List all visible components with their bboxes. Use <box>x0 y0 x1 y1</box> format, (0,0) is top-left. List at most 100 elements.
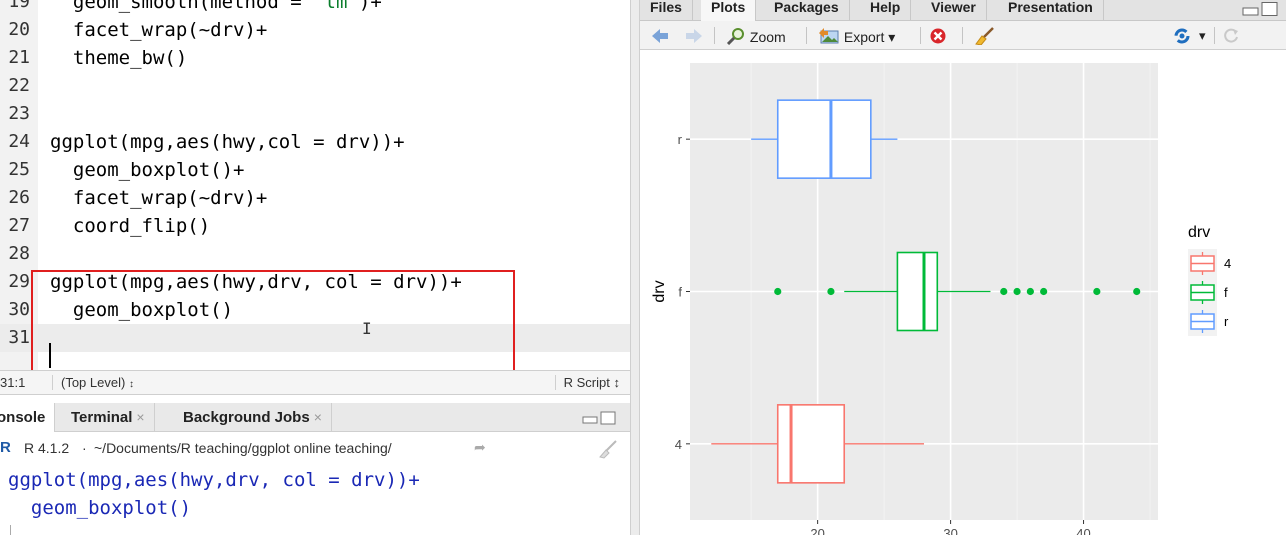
tab-background-jobs[interactable]: Background Jobs× <box>174 403 332 432</box>
outlier-point <box>1133 287 1141 296</box>
code-line[interactable]: 24 ggplot(mpg,aes(hwy,col = drv))+ <box>0 128 630 156</box>
tab-console[interactable]: onsole <box>0 403 56 432</box>
code-text: coord_flip() <box>50 212 210 240</box>
code-segment: geom_boxplot() <box>50 299 234 321</box>
tab-packages[interactable]: Packages <box>764 0 850 21</box>
outlier-point <box>1093 287 1101 296</box>
tab-files[interactable]: Files <box>640 0 693 21</box>
line-number: 31 <box>8 327 30 348</box>
zoom-magnifier-icon <box>726 28 744 46</box>
legend-title: drv <box>1188 224 1210 241</box>
export-button[interactable]: Export ▾ <box>818 27 895 45</box>
plots-pane-tab-bar: Files Plots Packages Help Viewer Present… <box>640 0 1286 21</box>
legend-entry-label: r <box>1224 314 1229 329</box>
code-segment: theme_bw() <box>50 47 188 69</box>
separator-dot: · <box>82 440 87 456</box>
code-line[interactable]: 22 <box>0 72 630 100</box>
source-editor[interactable]: 19 geom_smooth(method = "lm")+20 facet_w… <box>0 0 630 395</box>
code-segment: coord_flip() <box>50 215 211 237</box>
code-line[interactable]: 26 facet_wrap(~drv)+ <box>0 184 630 212</box>
code-text: geom_boxplot()+ <box>50 156 245 184</box>
file-type-label: R Script <box>563 375 610 390</box>
code-text: theme_bw() <box>50 44 187 72</box>
publish-icon[interactable] <box>1170 27 1198 45</box>
toolbar-separator <box>1214 27 1215 44</box>
editor-status-bar: 31:1 (Top Level) ↕ R Script ↕ <box>0 370 630 395</box>
code-line[interactable]: 19 geom_smooth(method = "lm")+ <box>0 0 630 16</box>
tab-viewer[interactable]: Viewer <box>921 0 987 21</box>
code-line[interactable]: 30 geom_boxplot() <box>0 296 630 324</box>
code-text: geom_boxplot() <box>50 296 233 324</box>
broom-icon[interactable] <box>973 27 995 45</box>
line-number: 22 <box>8 75 30 96</box>
code-segment: geom_boxplot()+ <box>50 159 245 181</box>
box-iqr <box>776 99 872 179</box>
outlier-point <box>1013 287 1021 296</box>
r-version: R 4.1.2 <box>24 440 70 456</box>
go-to-directory-icon[interactable]: ➦ <box>474 439 486 455</box>
tab-terminal[interactable]: Terminal× <box>62 403 155 432</box>
y-tick-label: 4 <box>675 437 682 452</box>
toolbar-separator <box>920 27 921 44</box>
ibeam-cursor-icon: I <box>362 319 372 338</box>
code-segment: geom_smooth(method = <box>50 0 314 13</box>
code-line[interactable]: 21 theme_bw() <box>0 44 630 72</box>
close-icon[interactable]: × <box>313 409 322 425</box>
refresh-icon[interactable] <box>1222 27 1240 45</box>
code-text: ggplot(mpg,aes(hwy,drv, col = drv))+ <box>50 268 462 296</box>
line-number: 28 <box>8 243 30 264</box>
code-line[interactable]: 20 facet_wrap(~drv)+ <box>0 16 630 44</box>
legend-entry-label: f <box>1224 285 1228 300</box>
line-number: 24 <box>8 131 30 152</box>
console-pane[interactable]: onsole Terminal× Background Jobs× R R 4.… <box>0 397 630 535</box>
code-line[interactable]: 28 <box>0 240 630 268</box>
pane-splitter[interactable] <box>630 0 640 535</box>
tab-plots[interactable]: Plots <box>701 0 757 21</box>
file-type-arrows-icon: ↕ <box>613 375 621 390</box>
code-text: ggplot(mpg,aes(hwy,col = drv))+ <box>50 128 405 156</box>
plots-pane[interactable]: Files Plots Packages Help Viewer Present… <box>640 0 1286 535</box>
outlier-point <box>1000 287 1008 296</box>
console-prompt-caret <box>10 525 11 535</box>
code-line[interactable]: 25 geom_boxplot()+ <box>0 156 630 184</box>
line-number: 19 <box>8 0 30 12</box>
line-number: 27 <box>8 215 30 236</box>
scope-label: (Top Level) <box>61 375 126 390</box>
x-tick-label: 20 <box>810 526 824 535</box>
console-command-line: ggplot(mpg,aes(hwy,drv, col = drv))+ <box>8 469 420 491</box>
toolbar-separator <box>962 27 963 44</box>
minimize-maximize-icon[interactable] <box>1242 2 1278 16</box>
chevron-down-icon[interactable]: ▾ <box>1199 28 1206 43</box>
legend-entry-label: 4 <box>1224 256 1231 271</box>
arrow-right-icon[interactable] <box>684 27 704 45</box>
zoom-button[interactable]: Zoom <box>726 27 786 46</box>
console-tab-bar: onsole Terminal× Background Jobs× <box>0 403 630 432</box>
outlier-point <box>1026 287 1034 296</box>
minimize-maximize-icon[interactable] <box>582 411 616 425</box>
line-number: 30 <box>8 299 30 320</box>
code-text: facet_wrap(~drv)+ <box>50 16 267 44</box>
code-segment: ggplot(mpg,aes(hwy,col = drv))+ <box>50 131 405 153</box>
tab-help[interactable]: Help <box>860 0 912 21</box>
working-directory-path: ~/Documents/R teaching/ggplot online tea… <box>94 440 392 456</box>
arrow-left-icon[interactable] <box>650 27 670 45</box>
file-type-selector[interactable]: R Script ↕ <box>554 375 621 390</box>
line-number: 21 <box>8 47 30 68</box>
scope-selector[interactable]: (Top Level) ↕ <box>52 375 134 390</box>
code-segment: ggplot(mpg,aes(hwy,drv, col = drv))+ <box>50 271 462 293</box>
code-line[interactable]: 23 <box>0 100 630 128</box>
y-tick-label: f <box>678 285 682 300</box>
scope-arrows-icon: ↕ <box>128 379 134 390</box>
code-segment: facet_wrap(~drv)+ <box>50 19 268 41</box>
close-icon[interactable]: × <box>136 409 145 425</box>
toolbar-separator <box>714 27 715 44</box>
line-number: 26 <box>8 187 30 208</box>
box-iqr <box>776 404 846 484</box>
clear-console-icon[interactable] <box>596 439 618 459</box>
code-line[interactable]: 27 coord_flip() <box>0 212 630 240</box>
tab-presentation[interactable]: Presentation <box>998 0 1104 21</box>
remove-plot-icon[interactable] <box>929 27 947 45</box>
text-caret <box>49 343 51 368</box>
code-line[interactable]: 31 <box>0 324 630 352</box>
